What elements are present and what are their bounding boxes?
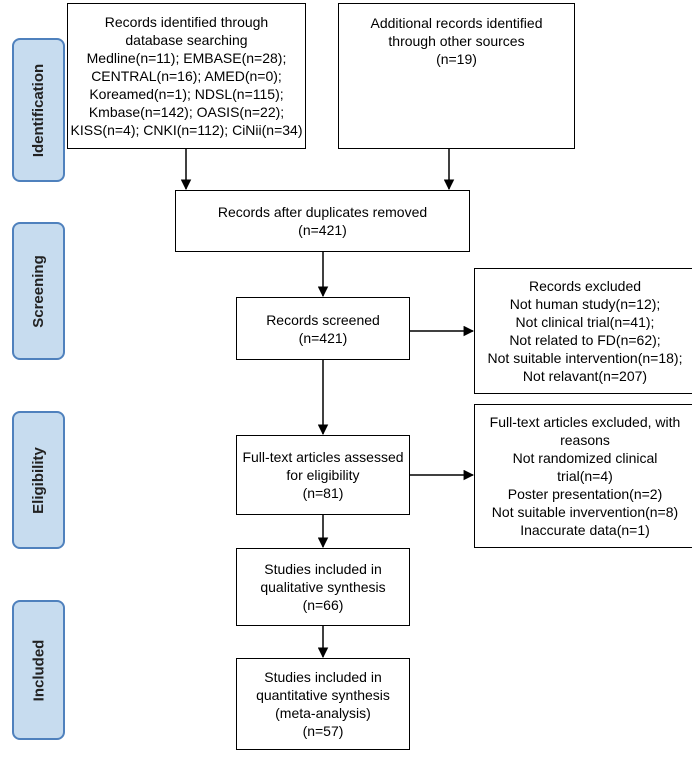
box-line: trial(n=4)	[557, 468, 613, 484]
box-line: Not relavant(n=207)	[522, 368, 648, 384]
box-line: Full-text articles excluded, with	[489, 414, 681, 430]
box-line: (n=421)	[298, 329, 348, 346]
prisma-flow-diagram: Identification Screening Eligibility Inc…	[8, 0, 692, 758]
fulltext-excluded-box: Full-text articles excluded, with reason…	[474, 404, 692, 548]
box-line: Studies included in	[264, 669, 382, 685]
box-line: Studies included in	[264, 561, 382, 577]
box-line: (n=57)	[302, 723, 344, 739]
box-line: Not human study(n=12);	[509, 296, 661, 312]
box-line: Poster presentation(n=2)	[507, 486, 663, 502]
box-line: quantitative synthesis	[256, 687, 390, 703]
box-line: Not clinical trial(n=41);	[515, 314, 655, 330]
box-line: Not related to FD(n=62);	[509, 332, 661, 348]
quantitative-synthesis-box: Studies included in quantitative synthes…	[236, 658, 410, 750]
box-line: Kmbase(n=142); OASIS(n=22);	[88, 104, 285, 120]
box-line: (meta-analysis)	[275, 705, 371, 721]
box-line: through other sources	[388, 33, 525, 49]
box-line: for eligibility	[286, 467, 360, 483]
connector-arrows	[180, 149, 475, 659]
box-line: Full-text articles assessed	[242, 449, 404, 465]
phase-included: Included	[12, 600, 65, 740]
box-line: Not randomized clinical	[512, 450, 658, 466]
box-line: Inaccurate data(n=1)	[520, 522, 650, 538]
phase-screening: Screening	[12, 222, 65, 360]
box-line: Records screened	[266, 311, 380, 328]
box-line: Not suitable invervention(n=8)	[491, 504, 679, 520]
records-screened-box: Records screened (n=421)	[236, 297, 410, 360]
qualitative-synthesis-box: Studies included in qualitative synthesi…	[236, 548, 410, 626]
box-line: KISS(n=4); CNKI(n=112); CiNii(n=34)	[70, 122, 303, 138]
box-line: qualitative synthesis	[260, 579, 386, 595]
fulltext-assessed-box: Full-text articles assessed for eligibil…	[236, 435, 410, 515]
phase-identification: Identification	[12, 38, 65, 182]
box-line: Koreamed(n=1); NDSL(n=115);	[89, 86, 284, 102]
database-records-box: Records identified through database sear…	[67, 3, 306, 149]
box-line: (n=66)	[302, 597, 344, 613]
records-excluded-box: Records excluded Not human study(n=12); …	[474, 268, 692, 394]
box-line: Records excluded	[528, 278, 642, 294]
box-line: Not suitable intervention(n=18);	[487, 350, 683, 366]
box-line: Records after duplicates removed	[217, 204, 428, 220]
box-line: CENTRAL(n=16); AMED(n=0);	[91, 68, 282, 84]
box-line: reasons	[560, 432, 610, 448]
box-line: Medline(n=11); EMBASE(n=28);	[86, 50, 287, 66]
box-line: Records identified through	[104, 14, 269, 30]
other-sources-box: Additional records identified through ot…	[338, 3, 575, 149]
box-line: (n=421)	[298, 222, 347, 238]
phase-eligibility: Eligibility	[12, 411, 65, 549]
box-line: (n=19)	[436, 51, 477, 67]
box-line: Additional records identified	[370, 15, 543, 31]
box-line: (n=81)	[302, 485, 344, 501]
box-line: database searching	[125, 32, 248, 48]
duplicates-removed-box: Records after duplicates removed (n=421)	[175, 190, 470, 252]
